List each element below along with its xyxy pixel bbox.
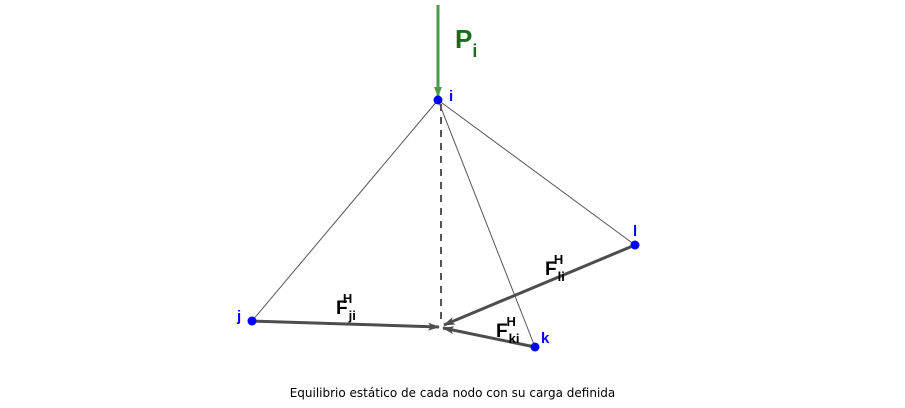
node-i	[433, 95, 443, 105]
force-label-ki: FkiH	[496, 314, 519, 346]
node-l	[630, 240, 640, 250]
node-label-k: k	[541, 330, 550, 347]
force-arrow-ji	[251, 319, 440, 331]
bar-i-k	[437, 99, 536, 348]
load-label: Pi	[455, 24, 477, 61]
force-arrow-li	[443, 243, 636, 327]
force-label-ji: FjiH	[336, 291, 356, 323]
node-j	[247, 316, 257, 326]
node-label-i: i	[449, 88, 453, 105]
force-arrow-ki	[442, 326, 536, 349]
force-label-li: FliH	[545, 252, 565, 284]
figure-caption: Equilibrio estático de cada nodo con su …	[289, 386, 616, 400]
node-k	[530, 342, 540, 352]
node-label-l: l	[633, 223, 637, 240]
node-label-j: j	[236, 308, 241, 325]
bar-i-j	[251, 99, 439, 322]
bar-i-l	[437, 99, 636, 246]
